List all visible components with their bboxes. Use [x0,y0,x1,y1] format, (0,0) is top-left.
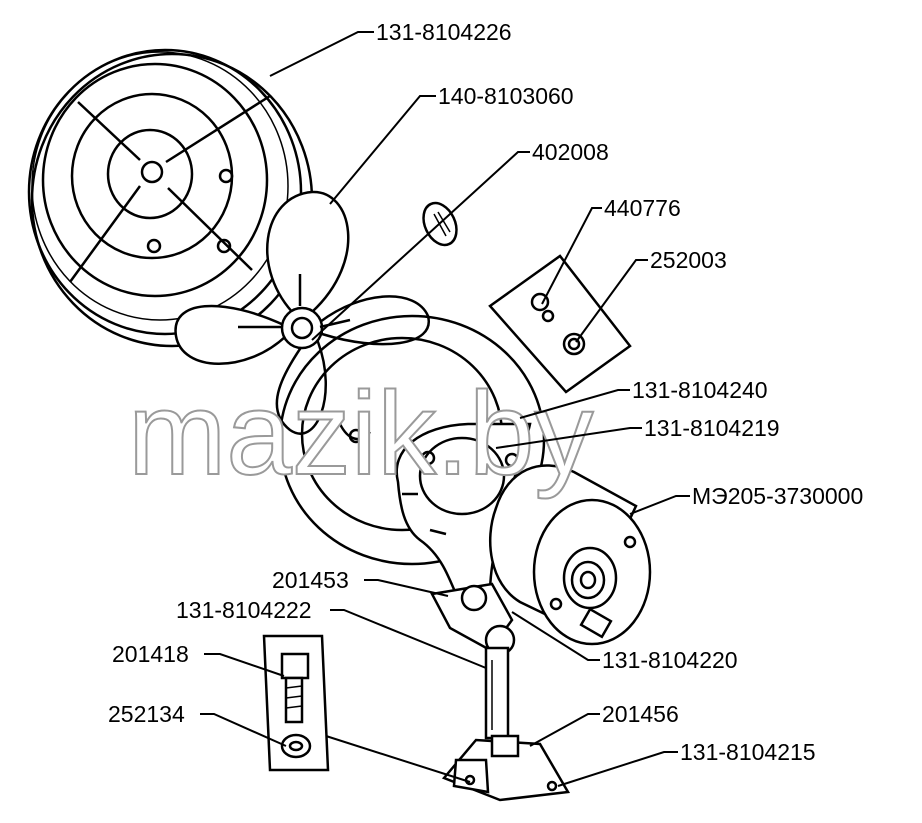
label-131-8104222: 131-8104222 [176,597,312,623]
base-bracket [441,734,571,802]
label-screw-402008: 402008 [532,139,609,165]
small-parts-panel [488,254,632,394]
label-washer-252134: 252134 [108,701,185,727]
label-201453: 201453 [272,567,349,593]
label-131-8104220: 131-8104220 [602,647,738,673]
electric-motor [489,464,652,646]
label-nut-201456: 201456 [602,701,679,727]
clamp-assembly [430,582,516,740]
label-131-8104240: 131-8104240 [632,377,768,403]
label-motor: МЭ205-3730000 [692,483,863,509]
mounting-plate [395,422,532,606]
bolt-washer-panel [262,634,330,772]
label-bracket-131-8104215: 131-8104215 [680,739,816,765]
label-bolt-201418: 201418 [112,641,189,667]
watermark: mazik.by [128,368,594,500]
label-131-8104219: 131-8104219 [644,415,780,441]
label-impeller: 140-8103060 [438,83,574,109]
label-252003: 252003 [650,247,727,273]
label-440776: 440776 [604,195,681,221]
label-grille: 131-8104226 [376,19,512,45]
leader-lines [200,31,690,787]
fan-grille [27,48,314,348]
